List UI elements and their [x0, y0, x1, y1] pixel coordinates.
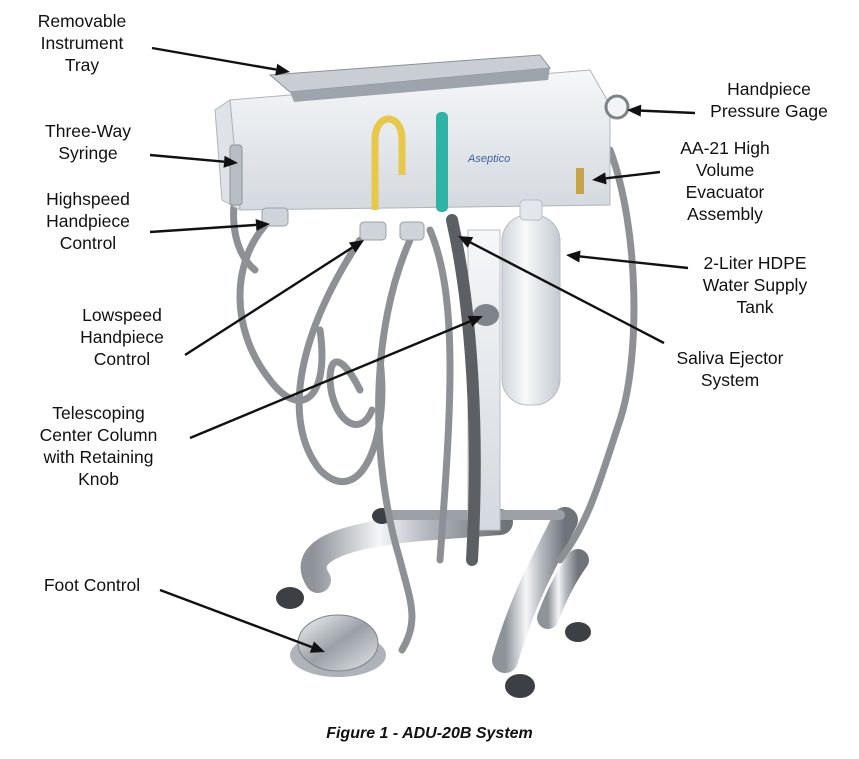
arrow-highspeed [149, 218, 270, 234]
arrow-column [189, 315, 483, 440]
water-tank [501, 199, 561, 406]
handpiece-holders [261, 207, 425, 241]
arrow-foot [159, 588, 325, 653]
retaining-knob [473, 304, 499, 326]
instrument-tray [268, 54, 551, 102]
arrow-syringe [149, 153, 238, 168]
three-way-syringe [229, 144, 243, 206]
arrow-evacuator [592, 170, 661, 185]
pressure-gage [604, 94, 630, 120]
arrow-gage [627, 104, 696, 117]
figure-caption: Figure 1 - ADU-20B System [326, 725, 533, 742]
arrow-saliva [458, 236, 665, 345]
yellow-handpiece [371, 115, 406, 210]
arrow-tray [151, 46, 290, 76]
saliva-hose [446, 214, 481, 566]
arrow-tank [566, 250, 689, 270]
label-foot-control: Foot Control [43, 575, 141, 595]
device-logo: Aseptico [467, 153, 510, 165]
arrow-lowspeed [184, 240, 364, 357]
evacuator-fitting [576, 168, 584, 194]
chrome-base [300, 507, 589, 673]
foot-control-pedal [290, 614, 386, 677]
saliva-ejector-tip [436, 112, 448, 212]
